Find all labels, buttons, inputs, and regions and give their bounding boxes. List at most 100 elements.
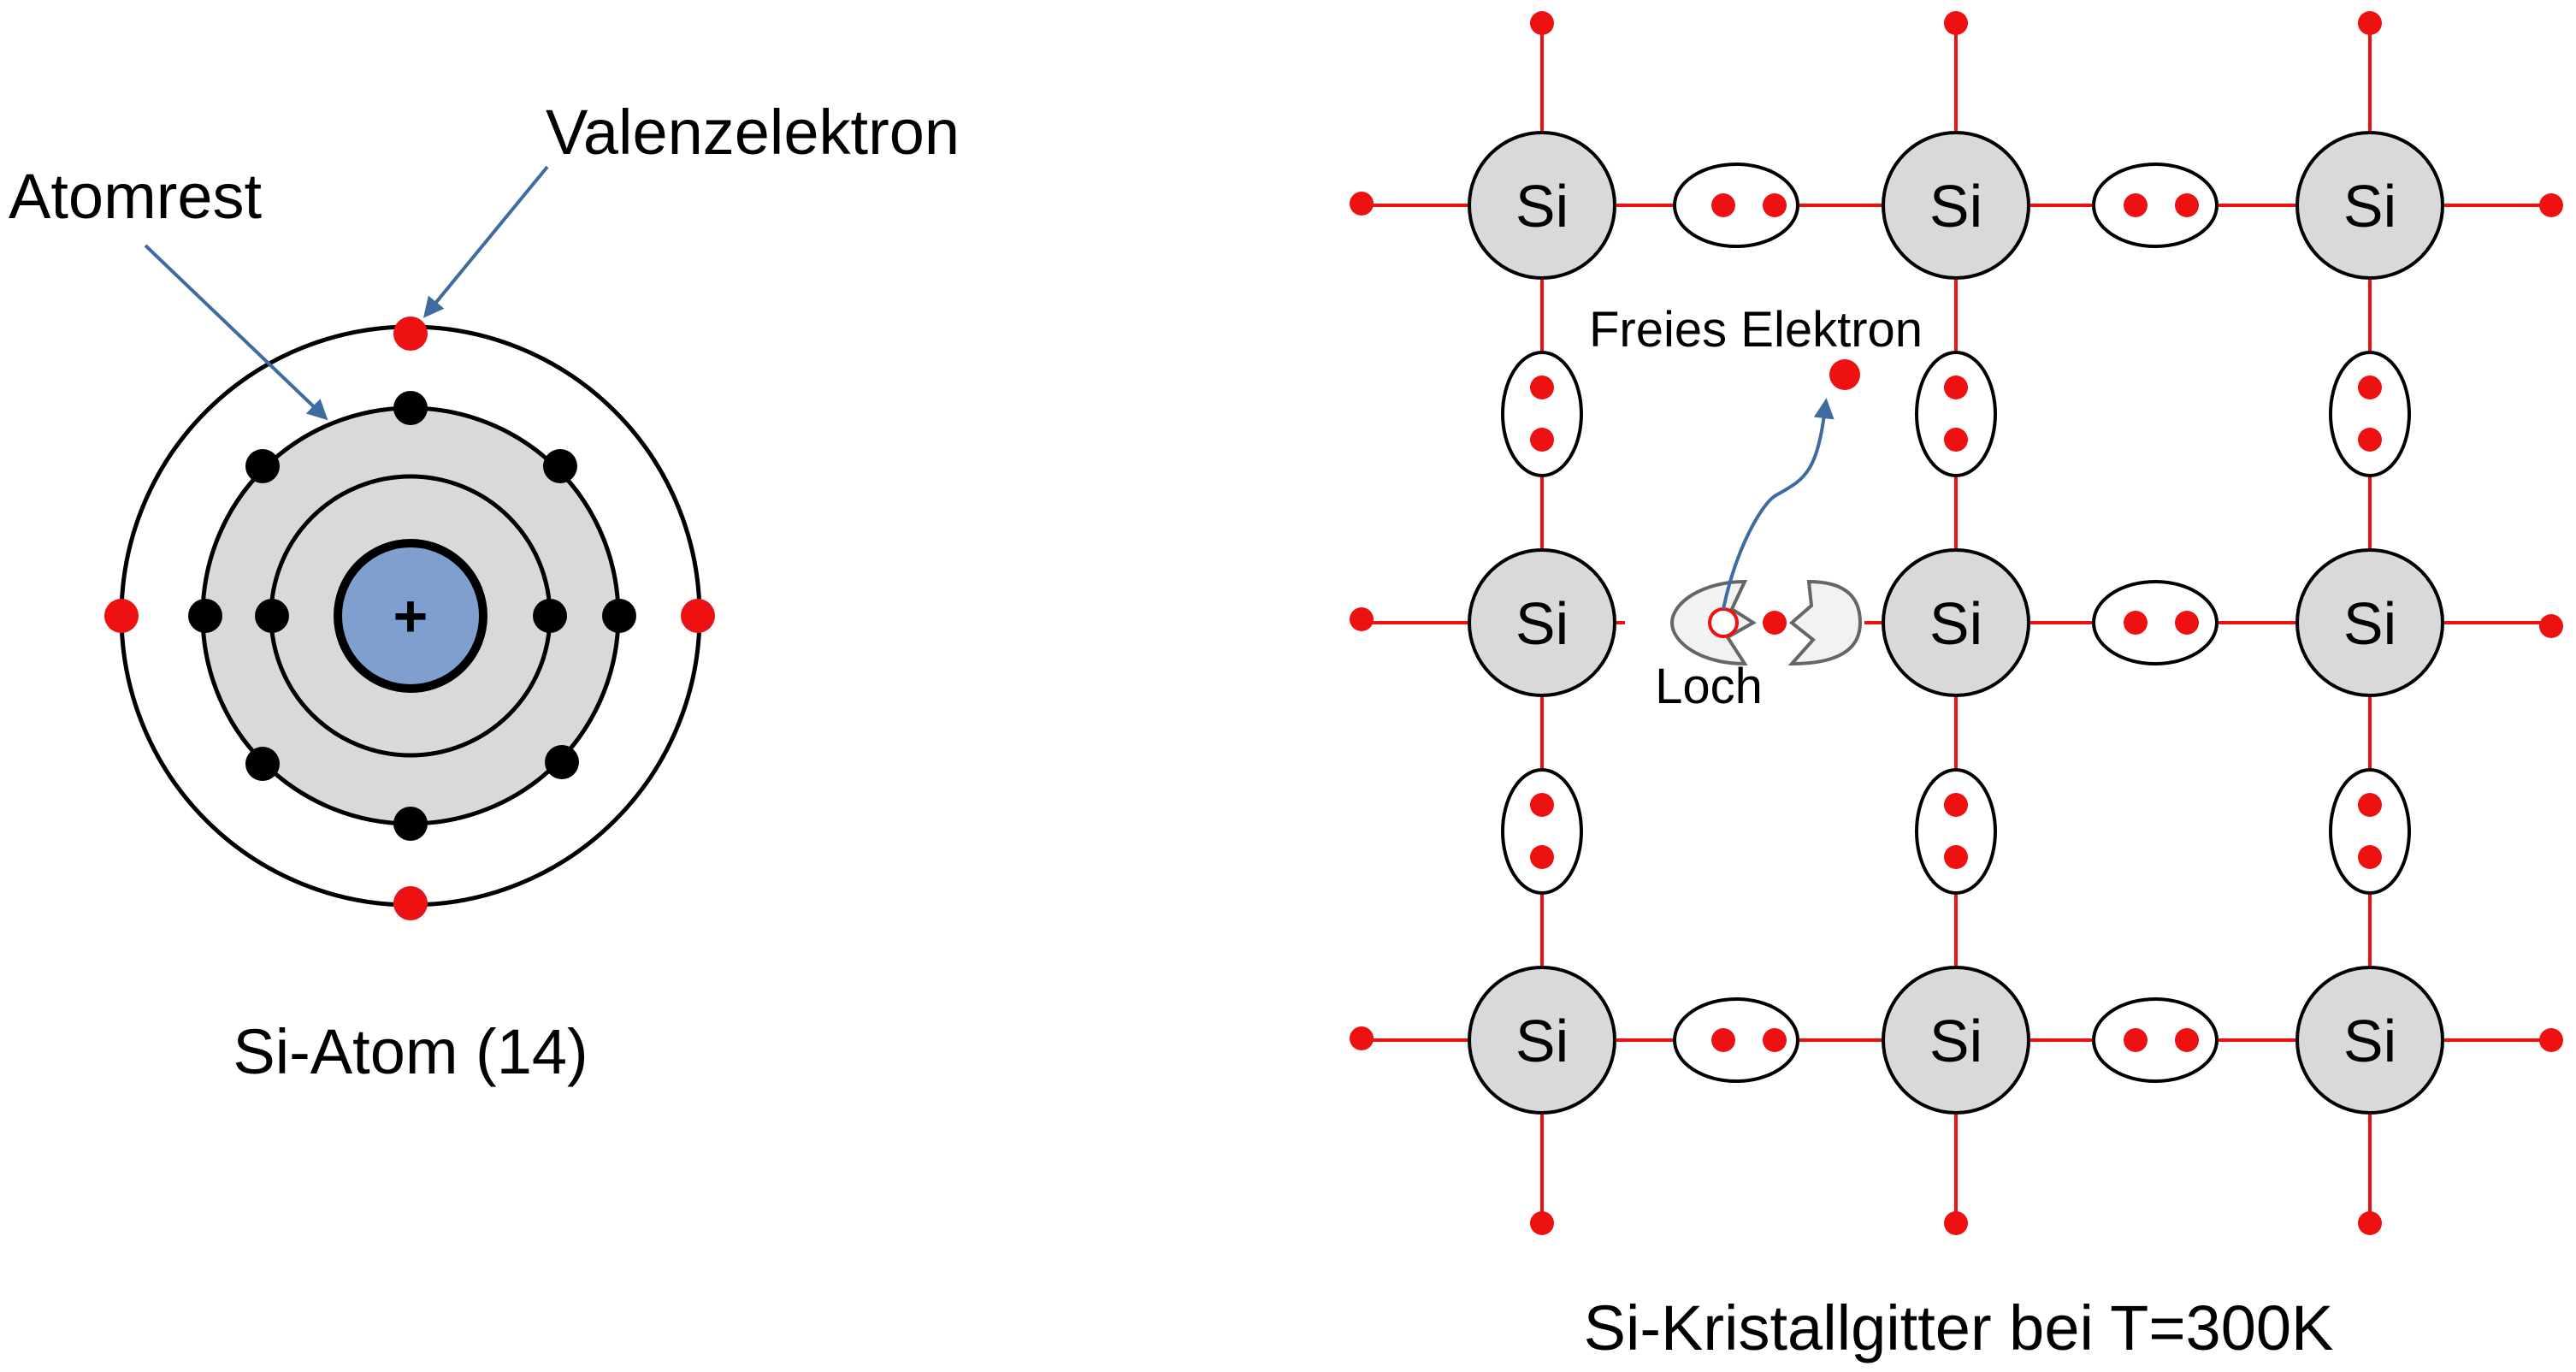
- edge-electron: [1350, 1026, 1374, 1050]
- electron-pair: [1915, 351, 1997, 477]
- core-electron: [543, 449, 577, 483]
- edge-electron: [1944, 1211, 1968, 1235]
- si-atom-circle: [2295, 131, 2444, 280]
- horizontal-bond-pairs: [1673, 163, 2219, 1083]
- bond-ellipse: [2329, 351, 2411, 477]
- valenzelektron-arrow: [422, 165, 549, 318]
- nucleus-plus-sign: +: [393, 583, 428, 649]
- valence-electron: [681, 599, 715, 633]
- free-electron-arrow: [1722, 398, 1835, 610]
- remaining-electron: [1763, 611, 1787, 635]
- si-atom: Si: [1468, 548, 1616, 697]
- valence-electron: [393, 316, 428, 351]
- edge-electron: [2358, 1211, 2382, 1235]
- electron-pair: [2329, 768, 2411, 895]
- si-atom: Si: [2295, 966, 2444, 1115]
- bond-electron: [1944, 845, 1968, 869]
- bond-electron: [2124, 1028, 2148, 1052]
- bond-electron: [1944, 428, 1968, 452]
- core-electron: [188, 599, 222, 633]
- bond-ellipse: [1501, 768, 1583, 895]
- bond-electron: [1944, 793, 1968, 817]
- si-atom-label: Si: [1515, 1008, 1569, 1074]
- edge-electron: [1350, 607, 1374, 631]
- si-atom-circle: [1882, 548, 2030, 697]
- bond-ellipse: [2092, 580, 2219, 665]
- valence-electron: [393, 886, 428, 920]
- electron-pair: [1501, 351, 1583, 477]
- broken-bond-right-half: [1787, 579, 1863, 666]
- si-atom-label: Si: [1929, 1008, 1982, 1074]
- si-atom-circle: [2295, 966, 2444, 1115]
- hole-marker: [1708, 607, 1739, 638]
- edge-electron: [2539, 1028, 2563, 1052]
- si-atom-label: Si: [1929, 590, 1982, 657]
- si-atom: Si: [2295, 548, 2444, 697]
- core-electron: [245, 449, 280, 483]
- si-atom-diagram: + Atomrest Valenzelektron Si-Atom (14): [9, 97, 960, 1087]
- si-atom: Si: [1468, 131, 1616, 280]
- electron-pair: [1915, 768, 1997, 895]
- bond-electron: [2175, 193, 2199, 217]
- bond-ellipse: [2092, 997, 2219, 1083]
- si-atom-circle: [2295, 548, 2444, 697]
- si-atom: Si: [2295, 131, 2444, 280]
- bond-ellipse: [1501, 351, 1583, 477]
- bond-electron: [1530, 845, 1554, 869]
- edge-electron: [1350, 192, 1374, 216]
- electron-pair: [2092, 997, 2219, 1083]
- bond-electron: [2124, 193, 2148, 217]
- valence-electron: [104, 599, 139, 633]
- core-electron: [245, 747, 280, 781]
- si-atom-label: Si: [1929, 173, 1982, 240]
- broken-bond: [1669, 579, 1863, 666]
- bond-ellipse: [2329, 768, 2411, 895]
- core-electron: [393, 391, 428, 425]
- si-lattice-diagram: Si Si Si Si Si Si: [1350, 11, 2563, 1363]
- si-atoms: Si Si Si Si Si Si: [1468, 131, 2444, 1115]
- atomrest-arrow: [144, 244, 328, 421]
- vertical-bond-pairs: [1501, 351, 2411, 895]
- bond-electron: [2358, 845, 2382, 869]
- bond-ellipse: [1673, 997, 1799, 1083]
- si-atom: Si: [1882, 966, 2030, 1115]
- edge-electron: [2539, 193, 2563, 217]
- bond-electron: [2358, 428, 2382, 452]
- edge-electrons: [1350, 11, 2563, 1235]
- si-atom-label: Si: [1515, 590, 1569, 657]
- si-atom-label: Si: [2343, 1008, 2396, 1074]
- si-atom: Si: [1882, 548, 2030, 697]
- core-electron: [602, 599, 636, 633]
- si-atom-circle: [1468, 966, 1616, 1115]
- bond-electron: [2358, 376, 2382, 399]
- label-valenzelektron: Valenzelektron: [546, 97, 960, 168]
- core-electron: [393, 807, 428, 841]
- edge-electron: [1530, 11, 1554, 35]
- edge-electron: [1944, 11, 1968, 35]
- bond-electron: [1763, 193, 1787, 217]
- edge-electron: [2539, 614, 2563, 638]
- edge-electron: [2358, 11, 2382, 35]
- label-hole: Loch: [1655, 659, 1763, 714]
- edge-electron: [1530, 1211, 1554, 1235]
- si-atom-circle: [1882, 966, 2030, 1115]
- core-electron: [255, 599, 289, 633]
- electron-pair: [1501, 768, 1583, 895]
- core-electron: [545, 745, 579, 779]
- si-atom-label: Si: [1515, 173, 1569, 240]
- bond-electron: [1711, 1028, 1735, 1052]
- bond-electron: [1530, 428, 1554, 452]
- electron-pair: [1673, 163, 1799, 248]
- si-atom: Si: [1882, 131, 2030, 280]
- si-atom-label: Si: [2343, 590, 2396, 657]
- caption-si-atom: Si-Atom (14): [233, 1016, 588, 1087]
- electron-pair: [2092, 163, 2219, 248]
- si-atom: Si: [1468, 966, 1616, 1115]
- bond-ellipse: [2092, 163, 2219, 248]
- bond-electron: [2358, 793, 2382, 817]
- bond-electron: [2175, 1028, 2199, 1052]
- caption-si-lattice: Si-Kristallgitter bei T=300K: [1584, 1292, 2334, 1363]
- si-atom-label: Si: [2343, 173, 2396, 240]
- si-atom-circle: [1468, 131, 1616, 280]
